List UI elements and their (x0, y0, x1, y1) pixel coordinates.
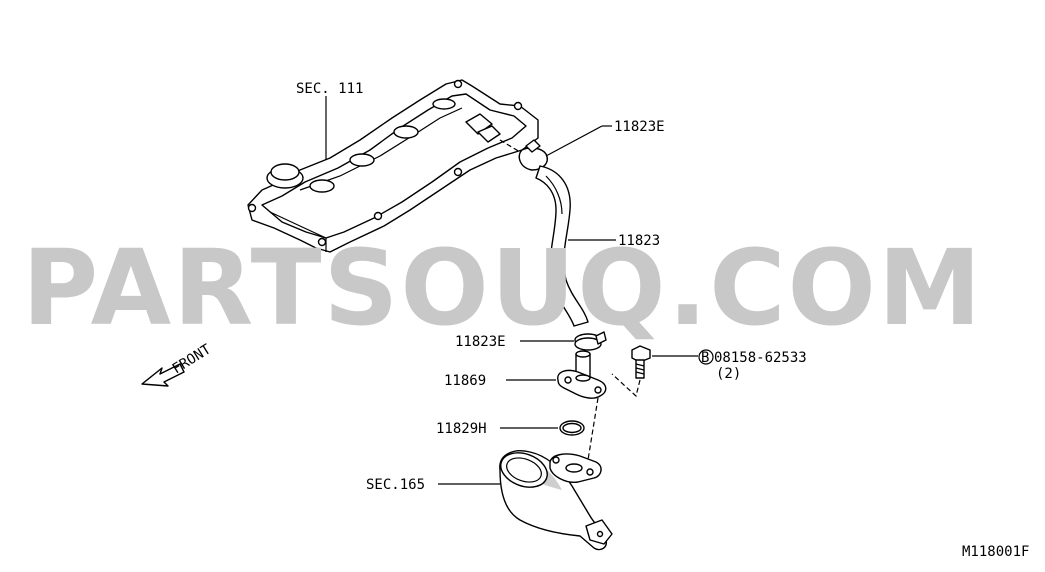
bolt-marker: B (701, 350, 709, 366)
callout-hose: 11823 (618, 233, 660, 249)
dashed-cover-to-clamp (499, 139, 531, 159)
upper-hose-clamp (518, 139, 548, 171)
front-arrow (141, 363, 185, 387)
callout-connector: 11869 (444, 373, 486, 389)
figure-code: M118001F (962, 544, 1029, 560)
bolt (631, 345, 651, 379)
callout-gasket: 11829H (436, 421, 487, 437)
dashed-bolt-path (611, 373, 641, 398)
leader-upper-clamp (545, 125, 603, 157)
callout-lower-clamp: 11823E (455, 334, 506, 350)
callout-bolt: 08158-62533 (714, 350, 807, 366)
callout-sec-165: SEC.165 (366, 477, 425, 493)
dashed-connector-to-housing (587, 397, 599, 461)
watermark: PARTSOUQ.COM (22, 227, 983, 349)
callout-bolt-qty: (2) (716, 366, 741, 382)
gasket (559, 420, 585, 436)
bolt-marker-circle (698, 349, 714, 365)
intake-housing (499, 450, 613, 551)
pcv-hose (535, 165, 589, 327)
callout-upper-clamp: 11823E (614, 119, 665, 135)
callout-sec-111: SEC. 111 (296, 81, 363, 97)
pcv-connector (557, 350, 607, 399)
valve-cover (247, 79, 539, 253)
lower-hose-clamp (574, 331, 607, 351)
